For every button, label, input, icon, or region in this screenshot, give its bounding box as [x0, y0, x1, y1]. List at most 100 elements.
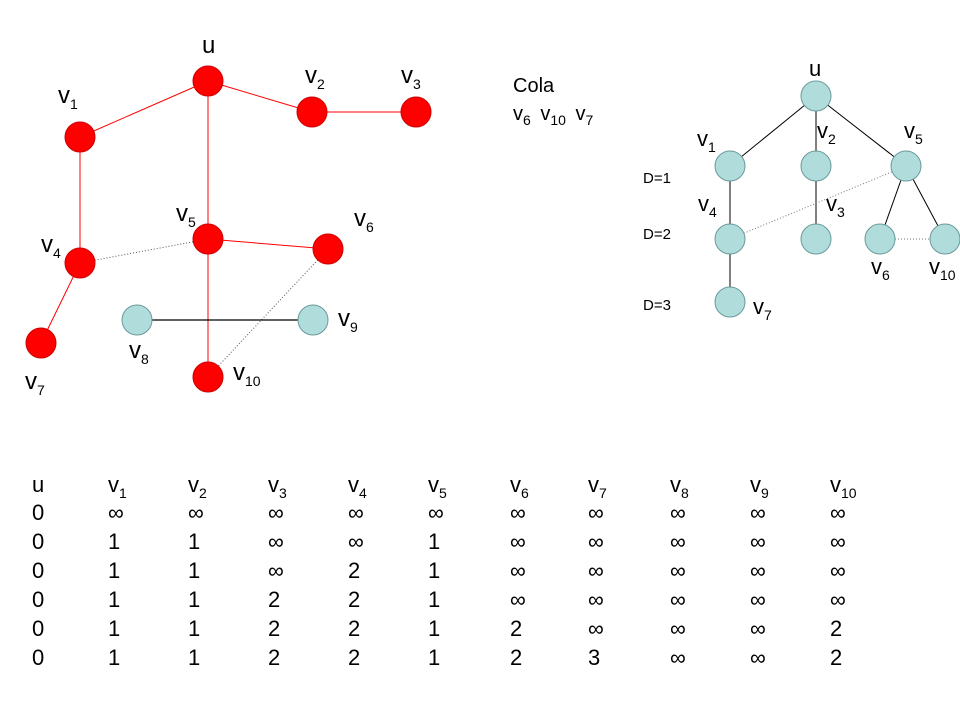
edge-u-v1: [79, 80, 209, 138]
table-cell: ∞: [670, 500, 686, 525]
edge-v5-v6: [207, 238, 329, 250]
table-cell: ∞: [268, 500, 284, 525]
edge-v6-v10: [207, 248, 329, 378]
tree-label-v7: v7: [753, 294, 772, 323]
tree-edge-u-v5: [815, 95, 907, 167]
label-v7: v7: [25, 368, 45, 398]
table-cell: ∞: [268, 558, 284, 583]
node-u: [192, 65, 224, 97]
table-header: v1: [108, 472, 127, 501]
table-cell: ∞: [750, 645, 766, 670]
queue: Cola v6 v10 v7: [513, 75, 594, 130]
label-v8: v8: [129, 337, 149, 367]
table-header: v3: [268, 472, 287, 501]
tree-edge-u-v1: [729, 95, 817, 167]
table-cell: 1: [108, 558, 120, 583]
table-cell: 0: [32, 558, 44, 583]
label-v3: v3: [401, 62, 421, 92]
queue-items: v6 v10 v7: [513, 103, 594, 130]
table-header: v6: [510, 472, 529, 501]
table-cell: ∞: [830, 587, 846, 612]
tree-label-v3: v3: [826, 191, 845, 220]
table-cell: ∞: [348, 500, 364, 525]
table-cell: ∞: [670, 529, 686, 554]
label-v5: v5: [176, 200, 196, 230]
tree-node-v5: [890, 150, 922, 182]
table-cell: 1: [188, 529, 200, 554]
table-cell: ∞: [670, 616, 686, 641]
table-cell: 2: [348, 587, 360, 612]
table-cell: 1: [188, 587, 200, 612]
depth-label-3: D=3: [643, 297, 671, 314]
table-cell: 1: [428, 558, 440, 583]
node-v9: [297, 304, 329, 336]
table-cell: ∞: [830, 558, 846, 583]
tree-label-v10: v10: [929, 254, 956, 283]
graph: u v1 v2 v3 v4 v5 v6 v7 v8 v9 v10: [25, 32, 432, 398]
label-v4: v4: [41, 231, 61, 261]
bfs-tree: u v1 v2 v5 v4 v3 v6 v10 v7 D=1 D=2 D=3: [643, 56, 960, 323]
queue-item: v10: [540, 103, 566, 128]
table-cell: 1: [108, 529, 120, 554]
label-v2: v2: [305, 62, 325, 92]
table-cell: ∞: [750, 500, 766, 525]
table-cell: ∞: [510, 558, 526, 583]
table-cell: ∞: [510, 500, 526, 525]
table-cell: 0: [32, 500, 44, 525]
node-v6: [312, 233, 344, 265]
table-header: v5: [428, 472, 447, 501]
node-v3: [400, 96, 432, 128]
table-cell: 2: [510, 616, 522, 641]
table-cell: ∞: [510, 529, 526, 554]
table-cell: ∞: [750, 587, 766, 612]
node-v8: [121, 304, 153, 336]
table-cell: 2: [348, 645, 360, 670]
table-header: v7: [588, 472, 607, 501]
table-cell: ∞: [750, 616, 766, 641]
table-header: v9: [750, 472, 769, 501]
tree-node-u: [800, 80, 832, 112]
table-cell: 0: [32, 587, 44, 612]
table-cell: ∞: [588, 587, 604, 612]
depth-label-2: D=2: [643, 226, 671, 243]
table-cell: ∞: [670, 645, 686, 670]
node-v7: [25, 327, 57, 359]
table-cell: 1: [428, 587, 440, 612]
tree-label-u: u: [809, 56, 821, 81]
table-cell: 1: [428, 616, 440, 641]
table-cell: ∞: [670, 587, 686, 612]
tree-node-v3: [800, 223, 832, 255]
table-cell: 1: [188, 558, 200, 583]
tree-label-v6: v6: [871, 254, 890, 283]
table-cell: ∞: [830, 529, 846, 554]
table-cell: 0: [32, 645, 44, 670]
label-v1: v1: [58, 82, 78, 112]
tree-node-v7: [714, 286, 746, 318]
label-u: u: [202, 32, 215, 59]
table-cell: ∞: [268, 529, 284, 554]
queue-item: v7: [576, 103, 594, 128]
table-cell: 3: [588, 645, 600, 670]
table-cell: ∞: [750, 529, 766, 554]
table-cell: 2: [348, 558, 360, 583]
table-cell: ∞: [188, 500, 204, 525]
table-header: v10: [830, 472, 857, 501]
table-cell: ∞: [108, 500, 124, 525]
table-cell: ∞: [588, 616, 604, 641]
table-cell: 2: [830, 616, 842, 641]
table-cell: 2: [830, 645, 842, 670]
table-cell: ∞: [830, 500, 846, 525]
depth-label-1: D=1: [643, 170, 671, 187]
tree-label-v2: v2: [817, 118, 836, 147]
table-cell: 1: [108, 645, 120, 670]
table-cell: ∞: [588, 500, 604, 525]
queue-item: v6: [513, 103, 531, 128]
table-cell: 0: [32, 616, 44, 641]
edge-u-v2: [207, 80, 313, 113]
table-cell: 2: [268, 587, 280, 612]
label-v10: v10: [233, 359, 261, 389]
table-cell: ∞: [428, 500, 444, 525]
table-cell: 1: [428, 645, 440, 670]
table-header: u: [32, 472, 44, 497]
